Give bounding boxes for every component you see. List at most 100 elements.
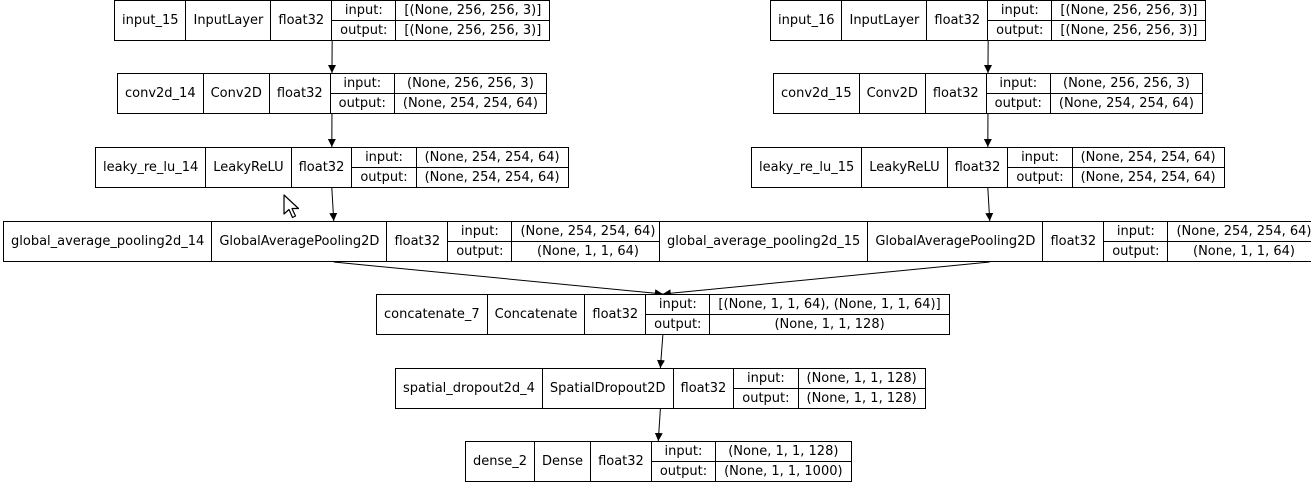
output-label: output: [332, 20, 397, 40]
input-shape: (None, 1, 1, 128) [716, 442, 851, 462]
io-table: input: (None, 254, 254, 64) output: (Non… [1008, 148, 1224, 187]
layer-dtype: float32 [926, 74, 987, 113]
layer-name: input_15 [115, 1, 187, 40]
layer-node-input-16[interactable]: input_16 InputLayer float32 input: [(Non… [770, 0, 1207, 41]
edge-arrow [656, 334, 665, 369]
output-label: output: [331, 93, 395, 113]
layer-node-conv2d-14[interactable]: conv2d_14 Conv2D float32 input: (None, 2… [117, 73, 547, 114]
edge-arrow [985, 187, 994, 222]
layer-name: concatenate_7 [377, 295, 488, 334]
layer-dtype: float32 [948, 148, 1009, 187]
layer-dtype: float32 [1043, 222, 1105, 261]
input-label: input: [1008, 148, 1073, 168]
input-label: input: [448, 222, 513, 242]
output-label: output: [988, 20, 1053, 40]
output-label: output: [646, 314, 711, 334]
output-shape: (None, 1, 1, 128) [774, 316, 885, 332]
layer-type: GlobalAveragePooling2D [212, 222, 388, 261]
layer-dtype: float32 [674, 369, 735, 408]
input-shape: (None, 254, 254, 64) [1072, 148, 1224, 168]
output-shape: [(None, 256, 256, 3)] [404, 22, 542, 38]
input-label: input: [986, 74, 1051, 94]
layer-dtype: float32 [270, 74, 331, 113]
io-table: input: (None, 254, 254, 64) output: (Non… [1104, 222, 1311, 261]
output-shape: (None, 1, 1, 64) [537, 243, 639, 259]
layer-dtype: float32 [591, 442, 652, 481]
layer-type: Dense [535, 442, 592, 481]
input-shape: [(None, 256, 256, 3)] [1052, 1, 1206, 21]
edge-arrow [654, 408, 663, 442]
layer-node-conv2d-15[interactable]: conv2d_15 Conv2D float32 input: (None, 2… [773, 73, 1203, 114]
input-shape: (None, 1, 1, 128) [798, 369, 925, 389]
input-shape: (None, 254, 254, 64) [512, 222, 664, 242]
layer-name: conv2d_14 [118, 74, 204, 113]
input-label: input: [352, 148, 417, 168]
layer-type: InputLayer [842, 1, 928, 40]
layer-dtype: float32 [271, 1, 333, 40]
io-table: input: [(None, 256, 256, 3)] output: [(N… [988, 1, 1206, 40]
output-label: output: [448, 241, 513, 261]
io-table: input: (None, 254, 254, 64) output: (Non… [448, 222, 664, 261]
layer-node-leaky-re-lu-14[interactable]: leaky_re_lu_14 LeakyReLU float32 input: … [95, 147, 569, 188]
output-label: output: [352, 167, 417, 187]
layer-dtype: float32 [927, 1, 989, 40]
layer-node-leaky-re-lu-15[interactable]: leaky_re_lu_15 LeakyReLU float32 input: … [751, 147, 1225, 188]
io-table: input: [(None, 1, 1, 64), (None, 1, 1, 6… [646, 295, 949, 334]
output-label: output: [734, 388, 799, 408]
edge-arrow [333, 261, 663, 298]
layer-type: InputLayer [186, 1, 272, 40]
input-label: input: [651, 442, 717, 462]
io-table: input: (None, 256, 256, 3) output: (None… [330, 74, 546, 113]
layer-type: GlobalAveragePooling2D [868, 222, 1044, 261]
output-label: output: [1104, 241, 1169, 261]
layer-name: input_16 [771, 1, 843, 40]
layer-node-spatial-dropout2d-4[interactable]: spatial_dropout2d_4 SpatialDropout2D flo… [395, 368, 926, 409]
output-shape: (None, 254, 254, 64) [424, 169, 560, 185]
layer-node-dense-2[interactable]: dense_2 Dense float32 input: (None, 1, 1… [465, 441, 852, 482]
layer-type: Concatenate [488, 295, 586, 334]
output-label: output: [652, 461, 717, 481]
layer-type: SpatialDropout2D [543, 369, 674, 408]
layer-type: Conv2D [860, 74, 926, 113]
input-shape: (None, 256, 256, 3) [1050, 74, 1202, 94]
edge-arrow [662, 261, 990, 298]
layer-name: global_average_pooling2d_15 [660, 222, 869, 261]
output-label: output: [1008, 167, 1073, 187]
input-shape: (None, 254, 254, 64) [1168, 222, 1311, 242]
input-shape: (None, 256, 256, 3) [394, 74, 546, 94]
layer-type: Conv2D [204, 74, 270, 113]
io-table: input: (None, 254, 254, 64) output: (Non… [352, 148, 568, 187]
layer-node-global-average-pooling2d-14[interactable]: global_average_pooling2d_14 GlobalAverag… [3, 221, 665, 262]
io-table: input: (None, 1, 1, 128) output: (None, … [651, 442, 851, 481]
edge-arrow [329, 187, 338, 222]
layer-node-input-15[interactable]: input_15 InputLayer float32 input: [(Non… [114, 0, 551, 41]
output-label: output: [987, 93, 1051, 113]
io-table: input: (None, 1, 1, 128) output: (None, … [734, 369, 925, 408]
layer-node-concatenate-7[interactable]: concatenate_7 Concatenate float32 input:… [376, 294, 950, 335]
layer-dtype: float32 [387, 222, 449, 261]
layer-name: leaky_re_lu_15 [752, 148, 863, 187]
layer-name: spatial_dropout2d_4 [396, 369, 543, 408]
layer-name: global_average_pooling2d_14 [4, 222, 213, 261]
output-shape: (None, 1, 1, 1000) [724, 463, 843, 479]
input-shape: (None, 254, 254, 64) [416, 148, 568, 168]
input-label: input: [1104, 222, 1169, 242]
layer-type: LeakyReLU [206, 148, 292, 187]
input-label: input: [988, 1, 1053, 21]
input-shape: [(None, 256, 256, 3)] [396, 1, 550, 21]
layer-type: LeakyReLU [862, 148, 948, 187]
layer-name: conv2d_15 [774, 74, 860, 113]
output-shape: (None, 254, 254, 64) [1080, 169, 1216, 185]
output-shape: (None, 254, 254, 64) [402, 95, 538, 111]
input-label: input: [734, 369, 799, 389]
layer-dtype: float32 [292, 148, 353, 187]
output-shape: (None, 1, 1, 64) [1193, 243, 1295, 259]
io-table: input: [(None, 256, 256, 3)] output: [(N… [332, 1, 550, 40]
input-label: input: [330, 74, 395, 94]
output-shape: (None, 1, 1, 128) [806, 390, 917, 406]
layer-node-global-average-pooling2d-15[interactable]: global_average_pooling2d_15 GlobalAverag… [659, 221, 1311, 262]
layer-name: dense_2 [466, 442, 536, 481]
layer-name: leaky_re_lu_14 [96, 148, 207, 187]
input-label: input: [332, 1, 397, 21]
